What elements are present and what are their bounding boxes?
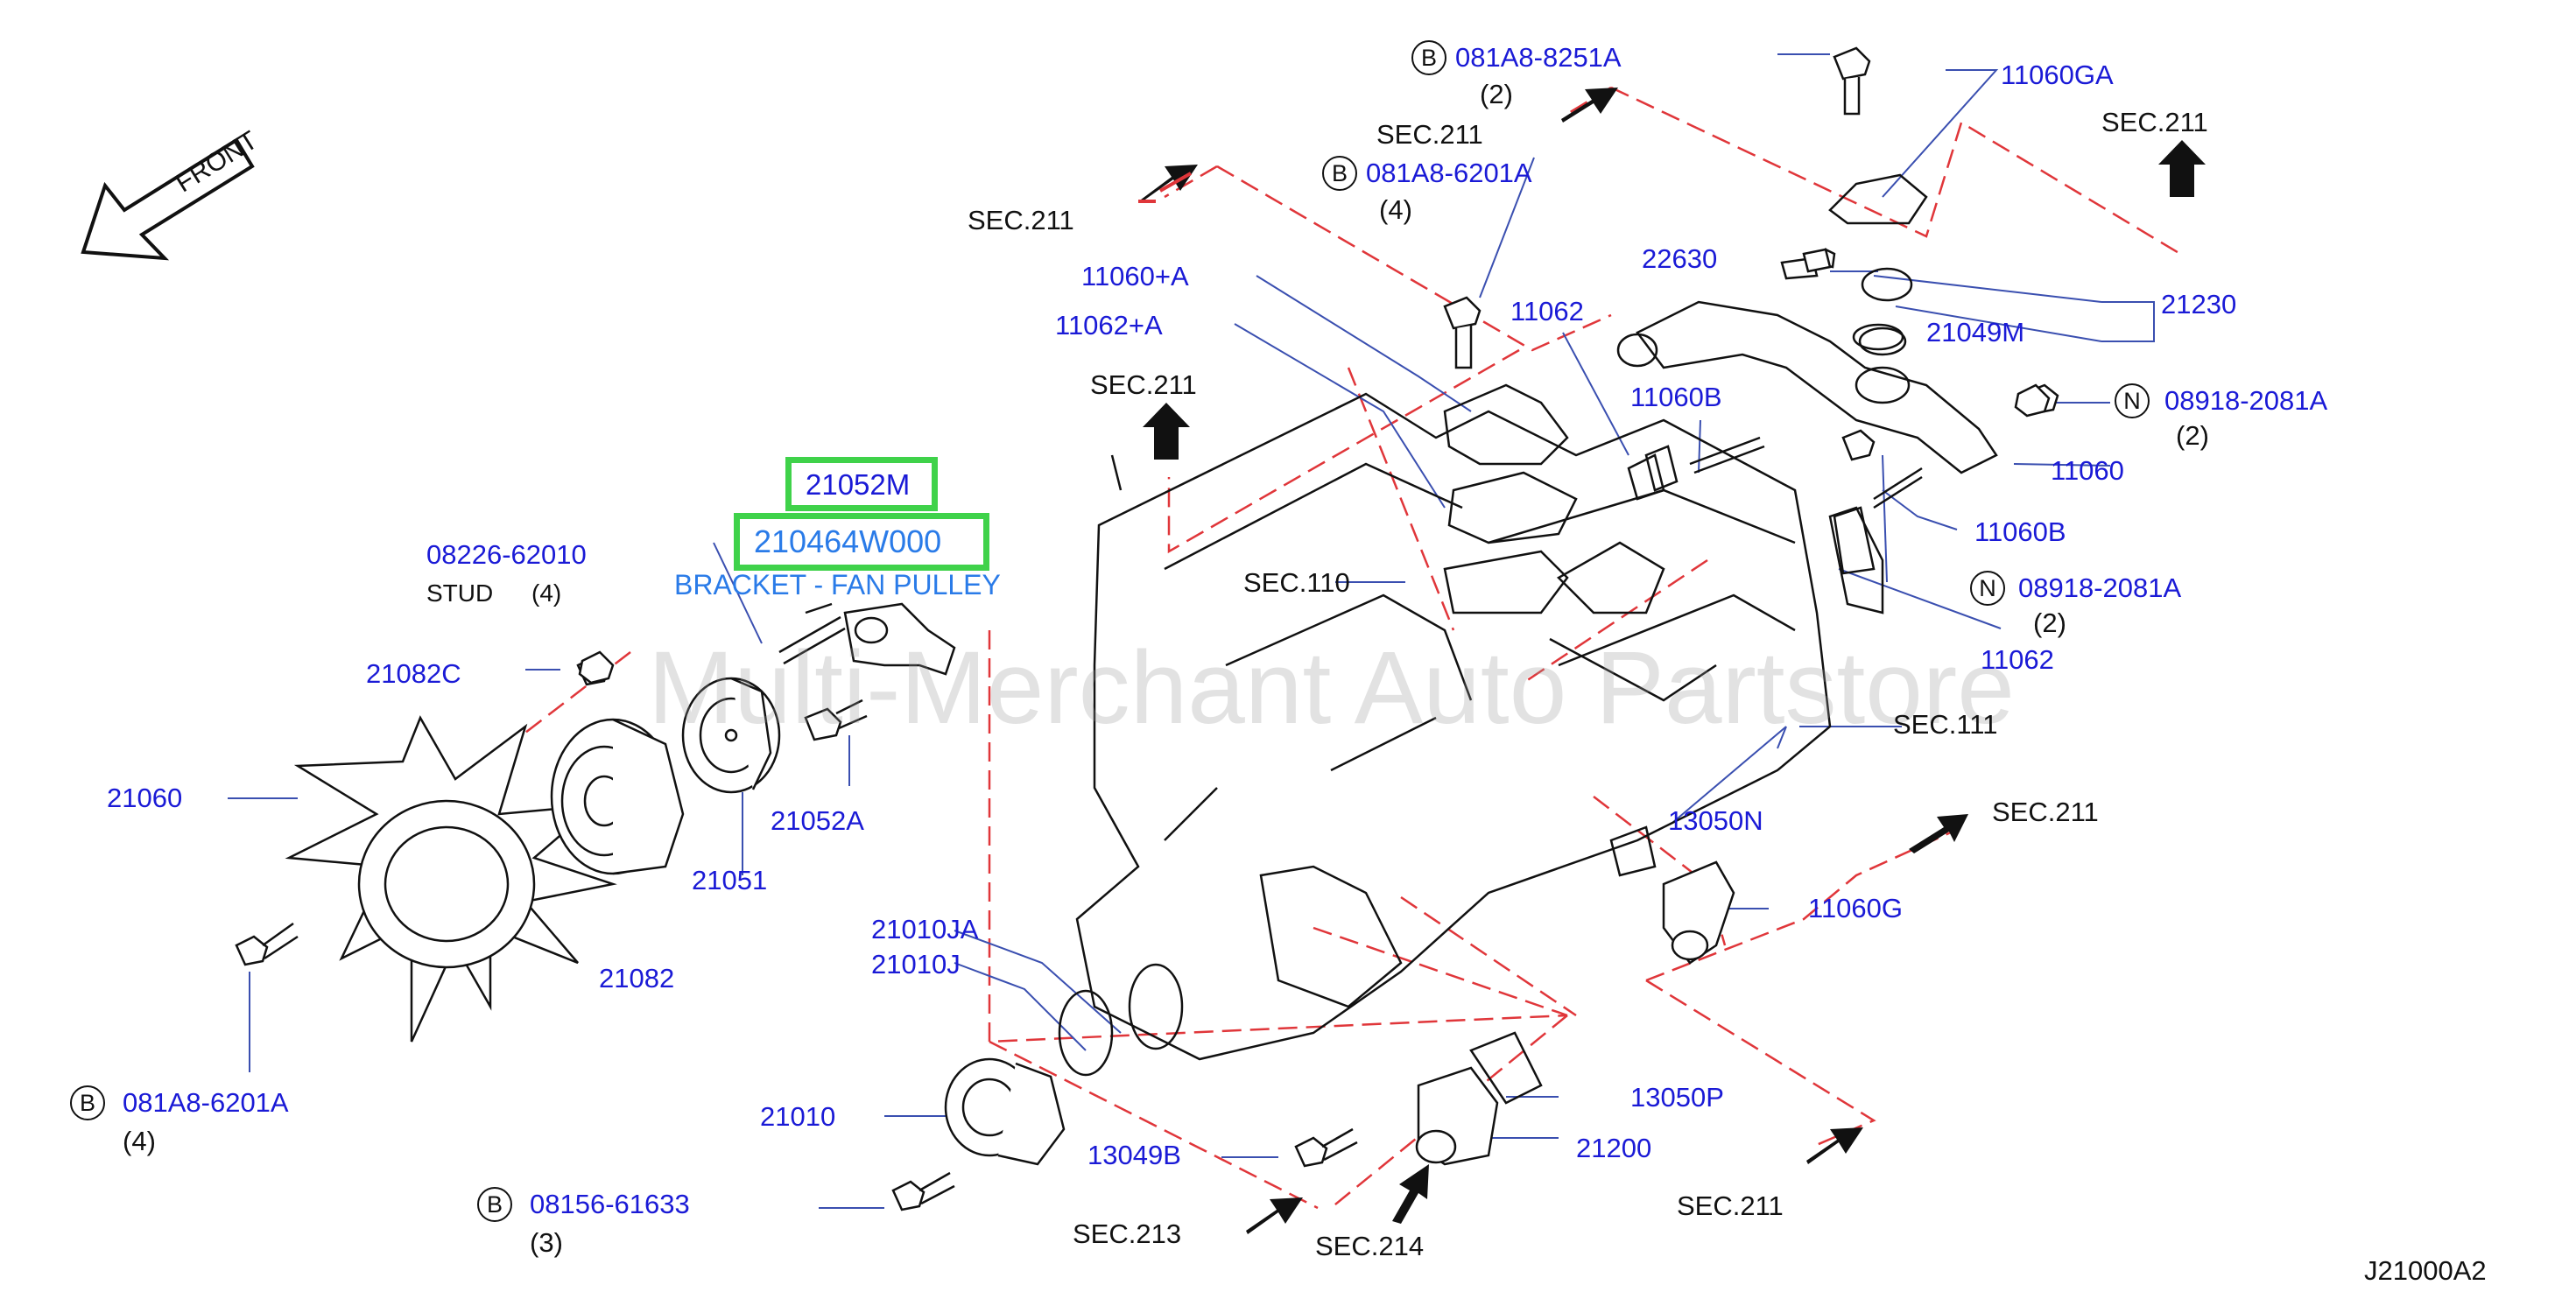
part-08226-62010[interactable]: 08226-62010: [426, 539, 587, 570]
part-081a8-6201a-top[interactable]: 081A8-6201A: [1366, 158, 1532, 188]
part-21049m[interactable]: 21049M: [1926, 317, 2025, 348]
bolt-b-callout-2: B: [1322, 156, 1357, 191]
part-11062-top[interactable]: 11062: [1510, 296, 1584, 327]
part-21010[interactable]: 21010: [760, 1101, 836, 1132]
part-11060-plus-a[interactable]: 11060+A: [1081, 261, 1189, 291]
section-211-top[interactable]: SEC.211: [1376, 119, 1483, 150]
part-11060[interactable]: 11060: [2051, 455, 2124, 486]
stud-text: STUD: [426, 579, 494, 607]
part-21010ja[interactable]: 21010JA: [871, 914, 979, 944]
section-110[interactable]: SEC.110: [1243, 567, 1350, 598]
part-21230[interactable]: 21230: [2161, 289, 2237, 319]
qty-081a8-6201a-top: (4): [1379, 194, 1412, 225]
stud-qty: (4): [531, 579, 562, 607]
bolt-b-callout-3: B: [70, 1085, 105, 1120]
section-111[interactable]: SEC.111: [1893, 709, 1998, 740]
highlight-box-21052m[interactable]: 21052M: [785, 457, 938, 511]
highlight-box-210464w000[interactable]: 210464W000: [734, 513, 989, 571]
part-08918-2081a-2[interactable]: 08918-2081A: [2018, 572, 2182, 603]
qty-08918-2081a-2: (2): [2033, 607, 2066, 638]
front-arrow-icon: [81, 137, 255, 261]
part-13050n[interactable]: 13050N: [1668, 805, 1763, 836]
part-11060b-lower[interactable]: 11060B: [1974, 516, 2066, 547]
bolt-b-callout: B: [1411, 40, 1446, 75]
thermostat-housing: [1415, 1066, 1499, 1166]
fan-clutch: [550, 718, 685, 875]
section-213[interactable]: SEC.213: [1073, 1218, 1182, 1249]
water-outlet-assembly: [1443, 173, 1998, 614]
section-214[interactable]: SEC.214: [1315, 1231, 1425, 1261]
part-21052a[interactable]: 21052A: [771, 805, 864, 836]
qty-08156-61633: (3): [530, 1227, 563, 1258]
part-11060ga[interactable]: 11060GA: [2001, 60, 2114, 90]
section-211-bottom[interactable]: SEC.211: [1677, 1190, 1784, 1221]
section-211-right-top[interactable]: SEC.211: [2101, 107, 2208, 137]
water-pump: [944, 1057, 1066, 1166]
part-081a8-6201a-left[interactable]: 081A8-6201A: [123, 1087, 289, 1118]
section-arrows: [1138, 88, 2206, 1234]
cooling-fan: [285, 715, 617, 1043]
part-21200[interactable]: 21200: [1576, 1133, 1652, 1163]
part-11060b-upper[interactable]: 11060B: [1630, 382, 1722, 412]
part-21052m: 21052M: [806, 468, 911, 501]
part-22630[interactable]: 22630: [1642, 243, 1718, 274]
part-11062-lower[interactable]: 11062: [1981, 644, 2054, 675]
bolt-b-callout-4: B: [477, 1187, 512, 1222]
diagram-code: J21000A2: [2364, 1255, 2487, 1286]
section-211-right[interactable]: SEC.211: [1992, 797, 2099, 827]
part-210464w000: 210464W000: [754, 523, 942, 559]
nut-n-callout: N: [2115, 383, 2150, 418]
nut-icon: [578, 383, 2051, 685]
part-21051[interactable]: 21051: [692, 865, 768, 895]
part-081a8-8251a[interactable]: 081A8-8251A: [1455, 42, 1622, 73]
section-211-mid[interactable]: SEC.211: [1090, 369, 1197, 400]
part-21060[interactable]: 21060: [107, 783, 183, 813]
part-21082[interactable]: 21082: [599, 963, 675, 994]
part-21010j[interactable]: 21010J: [871, 949, 961, 980]
temperature-sensor: [1802, 248, 1832, 273]
part-08918-2081a-1[interactable]: 08918-2081A: [2164, 385, 2328, 416]
part-13050p[interactable]: 13050P: [1630, 1082, 1724, 1113]
fan-pulley-bracket: [805, 602, 956, 676]
gaskets: [1058, 323, 1904, 1105]
fan-pulley: [681, 677, 781, 794]
watermark: Multi-Merchant Auto Partstore: [648, 630, 2015, 746]
part-11062-plus-a[interactable]: 11062+A: [1055, 310, 1163, 341]
nut-n-callout-2: N: [1970, 571, 2005, 606]
qty-08918-2081a-1: (2): [2176, 420, 2209, 451]
part-08156-61633[interactable]: 08156-61633: [530, 1189, 690, 1219]
part-21082c[interactable]: 21082C: [366, 658, 461, 689]
qty-081a8-6201a-left: (4): [123, 1126, 156, 1156]
part-13049b[interactable]: 13049B: [1087, 1140, 1181, 1170]
section-211-left[interactable]: SEC.211: [968, 205, 1074, 235]
water-outlet-11060g: [1662, 860, 1735, 965]
bracket-fan-pulley-description: BRACKET - FAN PULLEY: [674, 569, 1001, 600]
qty-081a8-8251a: (2): [1480, 79, 1513, 109]
part-11060g[interactable]: 11060G: [1808, 893, 1904, 923]
